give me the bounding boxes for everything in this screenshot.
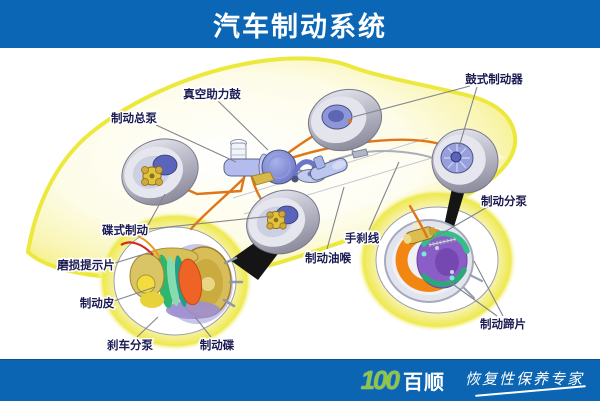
wheel-rear-right (431, 128, 499, 194)
page-title: 汽车制动系统 (213, 11, 387, 42)
diagram-area: 真空助力鼓 制动总泵 鼓式制动器 碟式制动 磨损提示片 制动皮 刹车分泵 制动碟… (0, 48, 600, 359)
brake-hose-front (189, 176, 246, 231)
brand-slogan: 恢复性保养专家 (465, 368, 584, 393)
label-brake-disc: 制动碟 (200, 338, 235, 352)
leader-master-cylinder (155, 124, 237, 163)
drum-brake-detail (384, 204, 484, 303)
leader-brake-hose (326, 186, 345, 250)
label-rear-wheel-cylinder: 制动分泵 (481, 194, 527, 208)
drum-brake-hose (408, 204, 429, 239)
leader-drum-brake (458, 86, 478, 148)
logo-name: 百顺 (402, 372, 445, 394)
logo-100: 100 (360, 365, 400, 395)
brand-logo: 100 百顺 (361, 366, 445, 395)
cable-equalizer (351, 148, 369, 159)
label-master-cylinder: 制动总泵 (111, 111, 157, 125)
leader-front-wheel-cylinder (136, 316, 159, 338)
leader-brake-disc (194, 316, 212, 338)
leader-handbrake-cable (368, 161, 400, 231)
wheel-front-right (246, 189, 320, 255)
label-disc-brake: 碟式制动 (102, 223, 148, 237)
label-front-wheel-cylinder: 刹车分泵 (107, 338, 153, 352)
label-handbrake-cable: 手刹线 (345, 231, 380, 245)
fluid-reservoir (230, 142, 247, 162)
label-drum-brake: 鼓式制动器 (465, 72, 523, 86)
wheel-cylinder (403, 226, 436, 245)
title-bar: 汽车制动系统 (0, 0, 600, 48)
disc-brake-detail (120, 235, 244, 324)
label-vacuum-booster: 真空助力鼓 (183, 87, 241, 101)
brake-shoe-arc (421, 267, 467, 287)
pedal-assembly (309, 155, 348, 181)
brake-pad-orange (178, 258, 203, 306)
footer-bar: 100 百顺 恢复性保养专家 (0, 359, 600, 401)
label-brake-pad: 制动皮 (80, 296, 115, 310)
leader-disc-brake (146, 193, 166, 228)
leader-wear-indicator (114, 251, 152, 264)
leader-brake-pad (113, 286, 156, 302)
leader-disc-brake (148, 215, 273, 230)
label-wear-indicator: 磨损提示片 (56, 258, 115, 272)
label-brake-hose: 制动油喉 (305, 251, 351, 265)
leader-brake-shoe (473, 260, 504, 317)
leader-drum-brake (352, 85, 471, 118)
label-brake-shoe: 制动蹄片 (480, 317, 526, 331)
leader-rear-wheel-cylinder (433, 205, 490, 239)
wheel-front-left (121, 138, 199, 206)
leader-vacuum-booster (217, 100, 269, 151)
leader-brake-shoe (446, 279, 498, 317)
brake-system-diagram: 真空助力鼓 制动总泵 鼓式制动器 碟式制动 磨损提示片 制动皮 刹车分泵 制动碟… (25, 56, 529, 354)
booster-bracket (251, 171, 275, 186)
